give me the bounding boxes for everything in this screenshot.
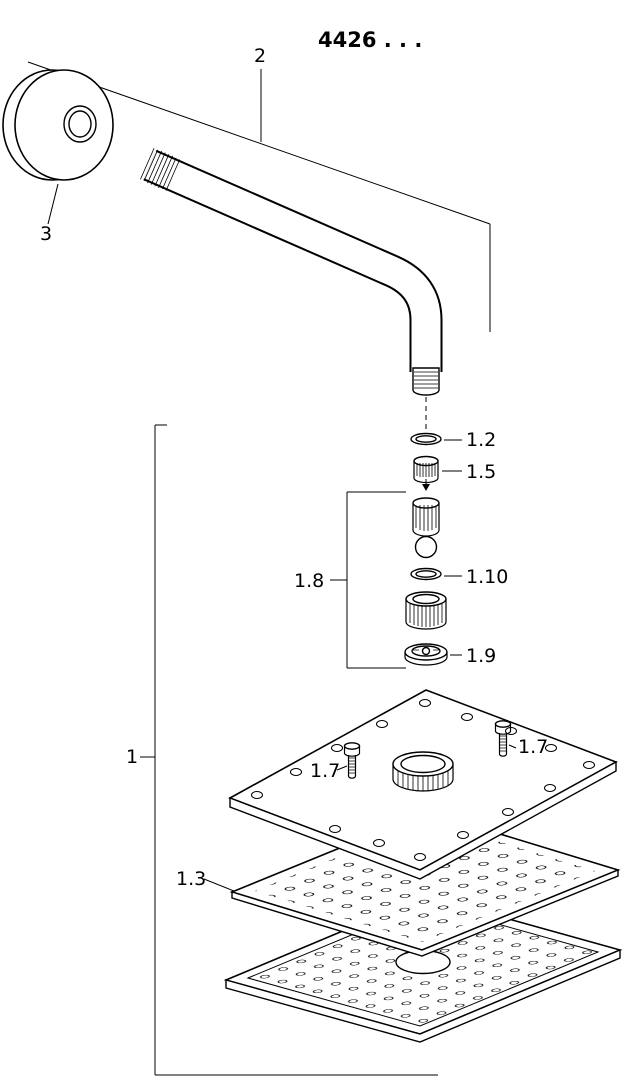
callout-screw-left: 1.7 (310, 760, 340, 782)
callout-arm: 2 (254, 45, 266, 67)
leader-part1-7-right (508, 744, 517, 749)
bottom-spray-plate (223, 895, 623, 1043)
part-1-9-flow-regulator (404, 643, 462, 666)
callout-check-valve-group: 1.8 (294, 570, 324, 592)
flow-arrow-icon (422, 484, 430, 491)
plate-screw-holes (251, 699, 595, 861)
callout-assembly: 1 (126, 746, 138, 768)
leader-part1-3 (203, 878, 235, 892)
leader-part3 (47, 183, 59, 225)
callout-washer-top: 1.2 (466, 429, 496, 451)
part-1-10-seal-ring (410, 567, 462, 581)
callout-screw-right: 1.7 (518, 736, 548, 758)
callout-flange: 3 (40, 223, 52, 245)
retaining-ring (405, 591, 447, 630)
part-number-title: 4426 . . . (318, 28, 422, 52)
check-valve-ball (414, 535, 438, 559)
arm-thread-hatch (140, 148, 181, 191)
callout-flow-disc: 1.9 (466, 645, 496, 667)
part-1-8-check-valve (412, 497, 440, 559)
callout-perforated-plate: 1.3 (176, 868, 206, 890)
part-1-2-washer (410, 432, 462, 446)
group-bracket-1-8 (330, 491, 406, 669)
part-1-7-screw-left (336, 742, 361, 779)
top-housing-plate (228, 689, 618, 880)
leader-part1-7-left (336, 765, 348, 771)
callout-adapter: 1.5 (466, 461, 496, 483)
part2-group-line (27, 61, 491, 332)
part-1-5-adapter (413, 455, 462, 491)
center-threaded-boss (392, 751, 454, 792)
assembly-bracket-1 (140, 424, 438, 1076)
part-1-7-screw-right (494, 720, 517, 757)
part-2-shower-arm (140, 148, 443, 396)
callout-seal-ring: 1.10 (466, 566, 508, 588)
part-3-wall-flange (2, 69, 114, 225)
